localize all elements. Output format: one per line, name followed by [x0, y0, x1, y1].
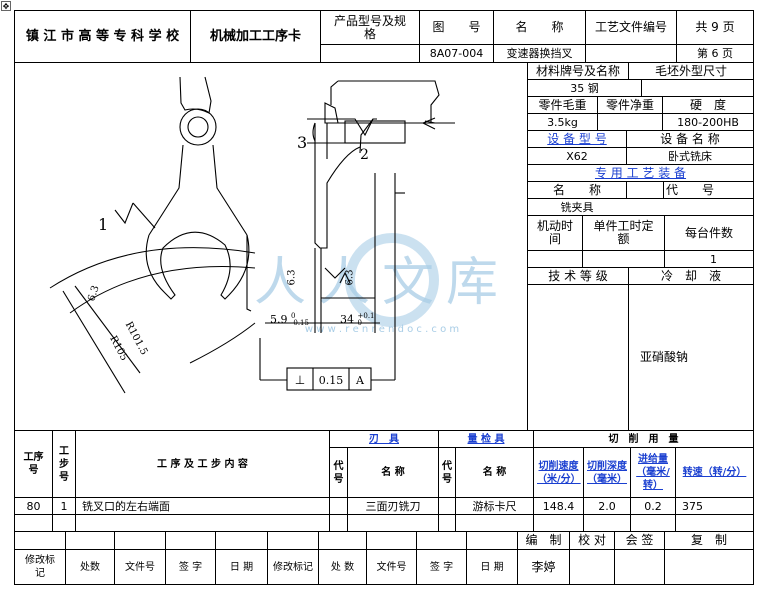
part-label-2: 2 [360, 147, 369, 163]
page-no: 第 6 页 [697, 47, 733, 60]
op-content: 铣叉口的左右端面 [82, 499, 170, 513]
product-model-label: 产品型号及规格 [333, 13, 406, 41]
step-no-header: 工步号 [59, 445, 69, 483]
roughness-c: 6.3 [344, 269, 356, 286]
footer-location: 处数 [80, 561, 100, 573]
op-proc-no: 80 [26, 499, 41, 513]
content-header: 工 序 及 工 步 内 容 [157, 458, 248, 470]
material-label: 材料牌号及名称 [535, 63, 620, 78]
footer-location-2: 处 数 [330, 561, 355, 573]
equipment-code-label: 代 号 [665, 182, 714, 197]
equipment-name-label: 设 备 名 称 [660, 131, 720, 146]
watermark-text: 人人文库 [253, 253, 510, 313]
gauge-name-header: 名 称 [482, 467, 507, 478]
hardness-value: 180-200HB [677, 115, 739, 129]
footer-mod-mark-2: 修改标记 [273, 561, 313, 573]
pieces-value: 1 [710, 252, 717, 266]
material-value: 35 钢 [570, 81, 599, 95]
footer-mod-mark: 修改标记 [25, 555, 55, 579]
compiler-name: 李婷 [531, 559, 556, 574]
net-weight-label: 零件净重 [605, 97, 654, 112]
cutting-header: 切 削 用 量 [608, 433, 679, 445]
part-drawing [49, 76, 455, 394]
equipment-model-value: X62 [566, 149, 588, 163]
feed-header: 进给量（毫米/转） [636, 454, 670, 491]
footer-date: 日 期 [229, 561, 254, 573]
tech-grade-label: 技 术 等 级 [548, 268, 608, 283]
speed-header: 切削速度（米/分） [537, 460, 581, 485]
dimension-5-9-tol-low: -0.15 [291, 319, 309, 327]
op-depth: 2.0 [598, 499, 616, 513]
drawing-no: 8A07-004 [429, 47, 484, 60]
tool-name-header: 名 称 [381, 467, 405, 478]
gross-weight-label: 零件毛重 [538, 97, 587, 112]
op-tool-name: 三面刃铣刀 [365, 499, 421, 513]
total-pages: 共 9 页 [695, 20, 735, 34]
countersign-label: 会 签 [625, 533, 654, 547]
name-label: 名 称 [515, 20, 564, 34]
dimension-34: 34 +0.1 0 [340, 313, 375, 327]
card-title: 机械加工工序卡 [209, 29, 301, 44]
op-rpm: 375 [682, 499, 703, 513]
part-label-3: 3 [297, 133, 308, 152]
op-gauge-name: 游标卡尺 [472, 499, 517, 513]
process-doc-label: 工艺文件编号 [594, 20, 667, 34]
perpendicularity-value: 0.15 [318, 373, 344, 387]
review-label: 复 制 [690, 533, 727, 547]
dimension-34-value: 34 [340, 313, 354, 326]
gauge-code-header: 代号 [442, 460, 452, 485]
part-label-1: 1 [98, 215, 109, 234]
dimension-5-9-value: 5.9 [270, 313, 288, 326]
special-equipment-label: 专 用 工 艺 装 备 [594, 165, 687, 180]
dimension-34-tol-up: +0.1 [357, 312, 375, 320]
roughness-b: 6.3 [286, 269, 298, 286]
proc-no-header: 工序号 [23, 452, 44, 476]
equipment-model-label: 设 备 型 号 [547, 131, 607, 146]
table-move-handle[interactable]: ✥ [1, 1, 11, 11]
coolant-value: 亚硝酸钠 [639, 349, 688, 364]
watermark: 人人文库 w w w . r e n r e n d o c . c o m [232, 220, 532, 350]
footer-date-2: 日 期 [480, 561, 504, 573]
footer-file-no-2: 文件号 [376, 561, 407, 573]
tool-code-header: 代号 [333, 460, 344, 485]
dimension-5-9-tol-up: 0 [291, 312, 296, 320]
op-speed: 148.4 [542, 499, 575, 513]
machine-time-label: 机动时间 [536, 219, 573, 246]
footer-sign: 签 字 [178, 561, 203, 573]
equipment-name-value: 卧式铣床 [668, 149, 712, 163]
school-name: 镇 江 市 高 等 专 科 学 校 [25, 29, 180, 44]
op-feed: 0.2 [644, 499, 662, 513]
pieces-label: 每台件数 [684, 225, 733, 240]
perpendicularity-datum: A [356, 373, 364, 387]
perpendicularity-symbol: ⊥ [294, 373, 306, 387]
op-step-no: 1 [60, 499, 68, 513]
watermark-url: w w w . r e n r e n d o c . c o m [304, 324, 460, 335]
check-label: 校 对 [578, 533, 606, 547]
gross-weight-value: 3.5kg [547, 115, 578, 129]
compile-label: 编 制 [525, 533, 562, 547]
gauge-header: 量 检 具 [467, 433, 505, 445]
drawing-no-label: 图 号 [432, 20, 481, 34]
blank-size-label: 毛坯外型尺寸 [654, 63, 727, 78]
unit-time-label: 单件工时定额 [593, 219, 654, 246]
fixture-name: 铣夹具 [560, 200, 594, 214]
dimension-5-9: 5.9 0 -0.15 [270, 313, 309, 327]
dimension-34-tol-low: 0 [357, 319, 362, 327]
coolant-label: 冷 却 液 [660, 268, 721, 283]
rpm-header: 转速（转/分） [682, 467, 747, 478]
footer-sign-2: 签 字 [429, 561, 454, 573]
depth-header: 切削深度（毫米） [587, 460, 627, 485]
part-name: 变速器换挡叉 [506, 47, 573, 60]
footer-file-no: 文件号 [125, 561, 155, 573]
hardness-label: 硬 度 [689, 97, 726, 112]
tool-header: 刃 具 [369, 433, 399, 445]
equipment-item-name-label: 名 称 [552, 182, 601, 197]
